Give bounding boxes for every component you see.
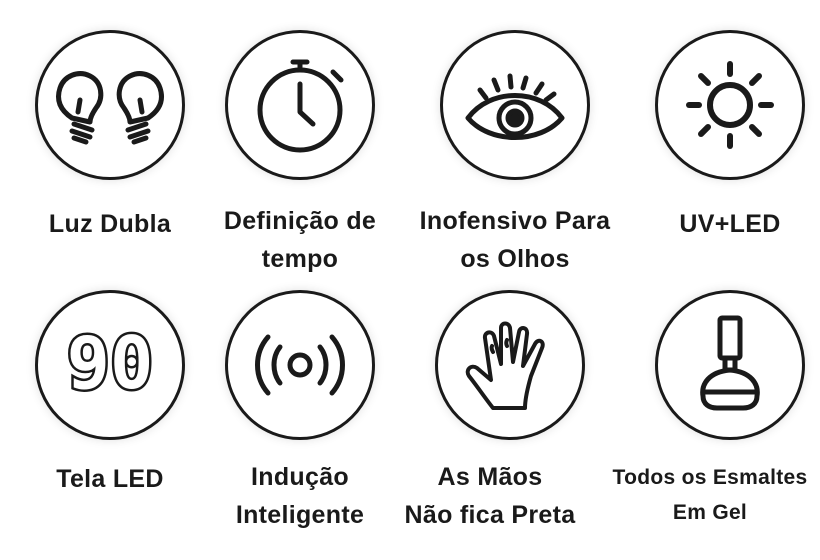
feature-circle [435, 290, 585, 440]
feature-circle [225, 30, 375, 180]
eye-icon [465, 73, 565, 140]
feature-circle [655, 30, 805, 180]
feature-label-line: Todos os Esmaltes [612, 466, 808, 489]
feature-luz-dubla: Luz Dubla [0, 30, 220, 300]
feature-maos: As Mãos Não fica Preta [380, 290, 600, 560]
feature-label-line: As Mãos [437, 463, 543, 491]
led-display-icon: 90 [64, 320, 156, 408]
feature-label: Luz Dubla [0, 205, 220, 243]
feature-label: As Mãos Não fica Preta [380, 458, 600, 534]
feature-esmaltes-gel: Todos os Esmaltes Em Gel [600, 290, 820, 560]
feature-label: Indução Inteligente [190, 458, 410, 534]
feature-circle [655, 290, 805, 440]
feature-label: Definição de tempo [190, 202, 410, 278]
led-display-value: 90 [67, 321, 154, 405]
feature-label-line: Inofensivo Para [419, 207, 611, 235]
stopwatch-icon [257, 59, 344, 153]
feature-label-line: Inteligente [235, 501, 365, 529]
feature-label: Tela LED [0, 460, 220, 498]
hand-icon [465, 321, 545, 410]
feature-definicao-tempo: Definição de tempo [190, 30, 410, 300]
feature-circle [440, 30, 590, 180]
feature-label-line: Luz Dubla [48, 210, 172, 238]
sensor-waves-icon [255, 334, 345, 396]
feature-label: Inofensivo Para os Olhos [405, 202, 625, 278]
feature-label: Todos os Esmaltes Em Gel [600, 460, 820, 530]
feature-label-line: tempo [261, 245, 339, 273]
feature-label-line: os Olhos [460, 245, 570, 273]
feature-inofensivo-olhos: Inofensivo Para os Olhos [405, 30, 625, 300]
feature-circle [225, 290, 375, 440]
feature-inducao-inteligente: Indução Inteligente [190, 290, 410, 560]
feature-uv-led: UV+LED [620, 30, 820, 300]
feature-label-line: Em Gel [672, 501, 748, 524]
light-bulbs-icon [56, 71, 164, 145]
nail-polish-icon [700, 315, 760, 411]
feature-label-line: Tela LED [56, 465, 164, 493]
feature-label-line: Definição de [223, 207, 377, 235]
feature-label: UV+LED [620, 205, 820, 243]
feature-label-line: Indução [251, 463, 349, 491]
feature-label-line: UV+LED [679, 210, 781, 238]
feature-tela-led: 90 Tela LED [0, 290, 220, 560]
feature-circle [35, 30, 185, 180]
sun-icon [686, 61, 774, 149]
feature-circle: 90 [35, 290, 185, 440]
feature-label-line: Não fica Preta [404, 501, 576, 529]
